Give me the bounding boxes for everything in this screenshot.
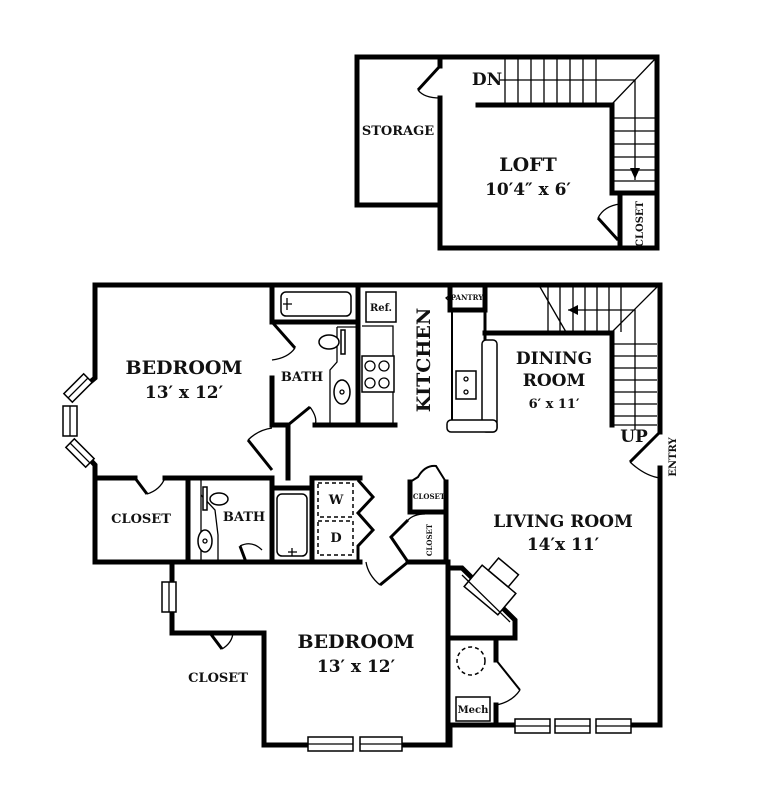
bedroom-1-dimensions: 13′ x 12′	[145, 383, 224, 403]
bedroom-2-dimensions: 13′ x 12′	[317, 657, 396, 677]
dryer	[317, 520, 354, 556]
closet-4-label: CLOSET	[188, 671, 248, 686]
kitchen-label: KITCHEN	[413, 308, 435, 412]
living-room-label: LIVING ROOM	[493, 512, 633, 532]
living-room-dimensions: 14′x 11′	[527, 535, 600, 555]
closet-2-label: CLOSET	[413, 492, 446, 501]
loft-closet-label: CLOSET	[635, 200, 646, 247]
closet-3-label: CLOSET	[425, 523, 434, 556]
closet-1-label: CLOSET	[111, 512, 171, 527]
up-stair-label: UP	[620, 427, 648, 447]
dining-dimensions: 6′ x 11′	[529, 397, 580, 412]
mech-label: Mech	[458, 705, 490, 716]
dining-label-line2: ROOM	[523, 371, 586, 391]
loft-level: LOFT 10′4″ x 6′ STORAGE CLOSET DN	[354, 54, 660, 251]
refrigerator	[365, 291, 397, 323]
bay-window	[62, 372, 96, 469]
entry-label: ENTRY	[668, 436, 679, 476]
bath-2-label: BATH	[223, 510, 265, 525]
fireplace	[463, 556, 520, 616]
refrigerator-label: Ref.	[370, 303, 392, 314]
water-heater	[456, 646, 486, 676]
pantry-label: PANTRY	[451, 293, 484, 302]
bath-1-label: BATH	[281, 370, 323, 385]
entry-door[interactable]	[628, 430, 662, 464]
dryer-label: D	[330, 531, 341, 546]
washer	[317, 482, 354, 518]
washer-label: W	[328, 493, 344, 508]
dining-label-line1: DINING	[516, 349, 592, 369]
loft-dimensions: 10′4″ x 6′	[485, 180, 571, 200]
main-level: BATH Ref. KITCHEN PANTRY UP	[62, 282, 679, 752]
bedroom-1-label: BEDROOM	[126, 357, 243, 379]
loft-label: LOFT	[499, 154, 557, 176]
bedroom-2-label: BEDROOM	[298, 631, 415, 653]
main-stairs	[482, 286, 658, 430]
down-stair-label: DN	[472, 70, 502, 90]
storage-label: STORAGE	[362, 124, 434, 139]
loft-stairs	[500, 58, 656, 182]
